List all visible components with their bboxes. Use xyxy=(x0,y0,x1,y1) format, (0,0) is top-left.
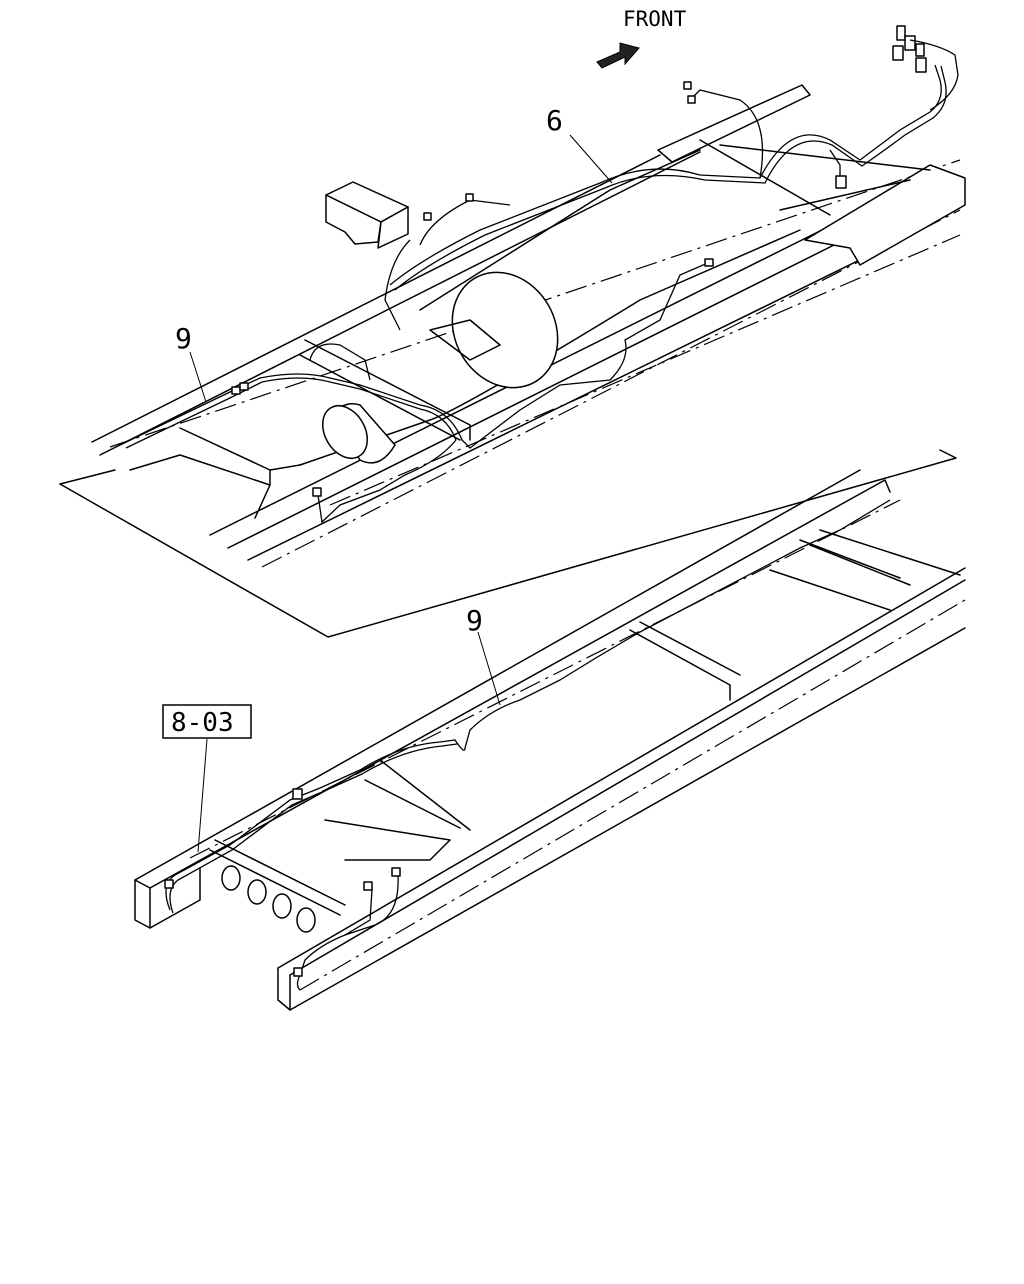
reference-box-8-03[interactable]: 8-03 xyxy=(162,704,252,739)
callout-9-upper: 9 xyxy=(175,322,192,355)
callout-6: 6 xyxy=(546,104,563,137)
callout-9-lower-leader xyxy=(477,631,501,706)
junction-box xyxy=(325,181,409,249)
front-direction-arrow-icon xyxy=(596,42,640,69)
callout-9-upper-leader xyxy=(189,351,207,403)
harness-9-upper xyxy=(119,258,714,524)
harness-9-lower xyxy=(164,499,891,991)
reference-box-label: 8-03 xyxy=(171,708,234,738)
canister xyxy=(321,403,396,464)
upper-chassis-assembly xyxy=(59,25,966,638)
ref-box-leader xyxy=(197,738,208,853)
callout-9-lower: 9 xyxy=(466,604,483,637)
callout-6-leader xyxy=(569,134,613,184)
front-label: FRONT xyxy=(623,7,687,31)
harness-6 xyxy=(384,25,959,331)
lower-chassis-assembly xyxy=(134,469,966,1011)
tail-lamp-housings xyxy=(221,865,316,933)
fuel-tank xyxy=(299,149,801,466)
